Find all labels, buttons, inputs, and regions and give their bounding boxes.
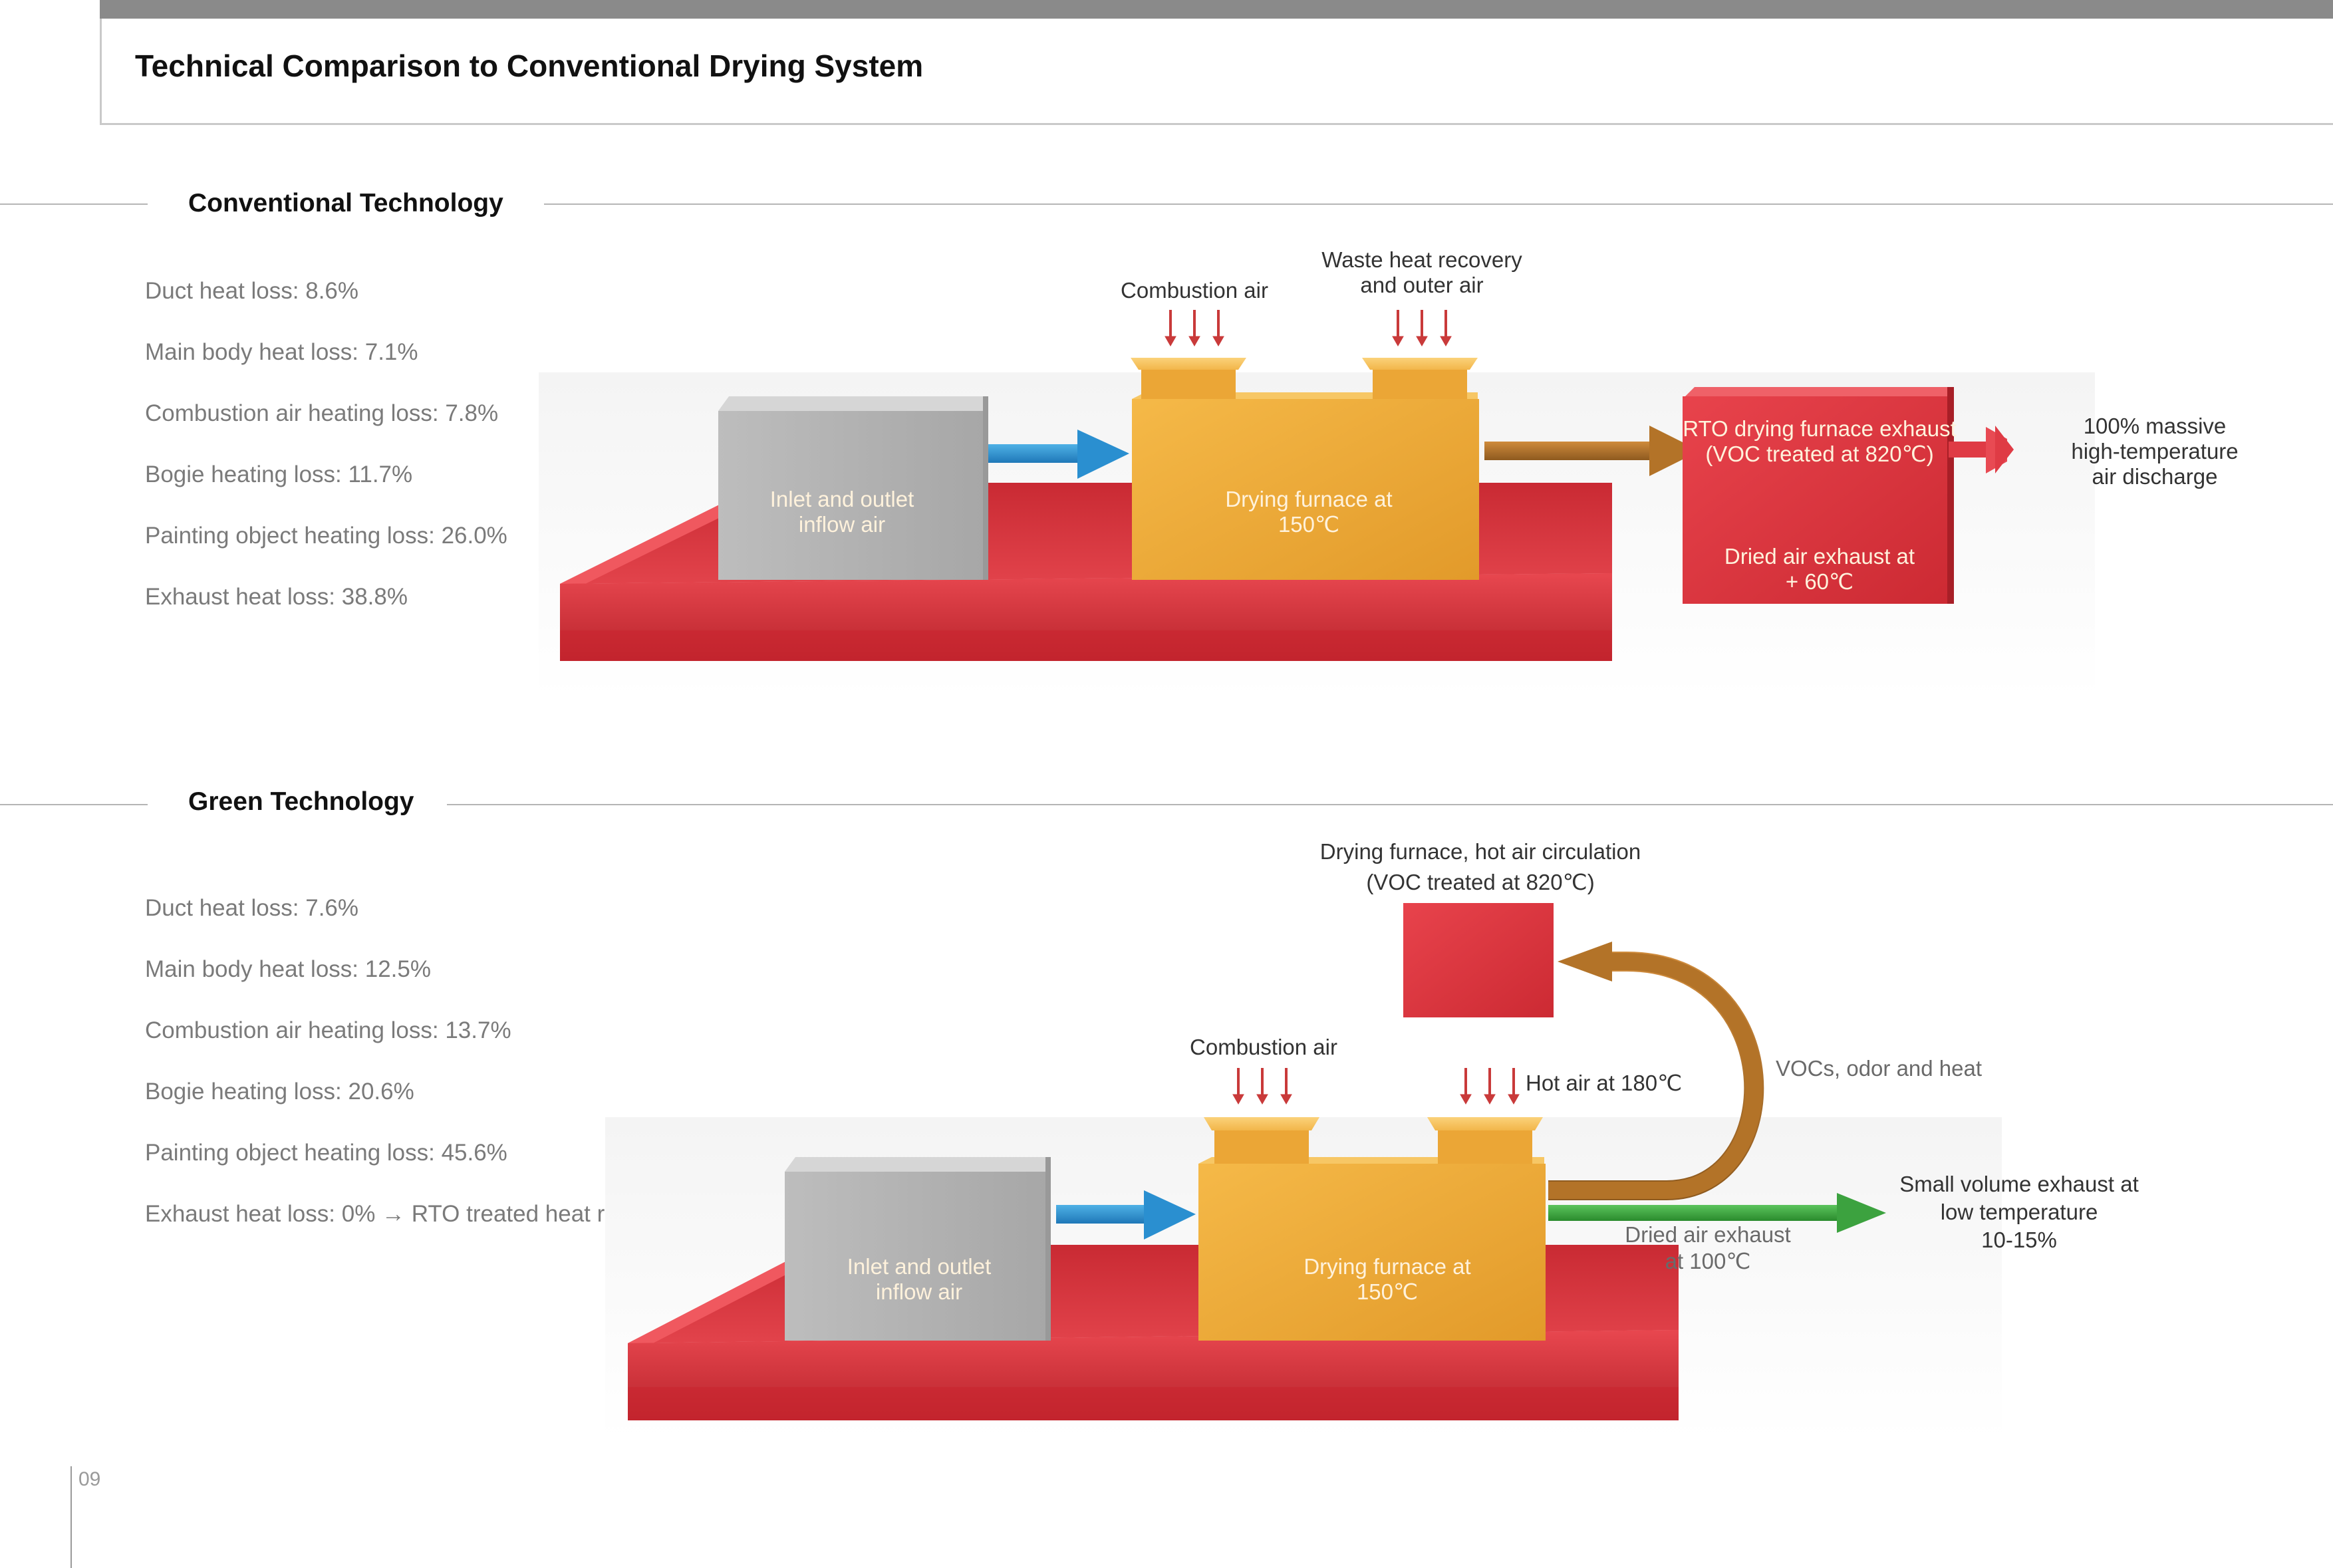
section-divider-left	[0, 804, 148, 805]
loss-item: Duct heat loss: 7.6%	[145, 895, 358, 921]
section-title-green: Green Technology	[188, 787, 414, 816]
waste-heat-label: and outer air	[1360, 273, 1483, 297]
page-number: 09	[78, 1468, 101, 1490]
dried-exhaust-label: Dried air exhaust at	[1724, 544, 1915, 569]
loss-item: Exhaust heat loss: 0% → RTO treated heat…	[145, 1201, 686, 1227]
top-bar	[100, 0, 2333, 19]
inlet-label: Inlet and outlet	[847, 1254, 992, 1279]
vocs-label: VOCs, odor and heat	[1776, 1056, 1982, 1081]
furnace-label: 150℃	[1278, 512, 1339, 537]
rto-label: (VOC treated at 820℃)	[1705, 442, 1933, 466]
drying-furnace: Drying furnace at 150℃	[1198, 1117, 1546, 1341]
discharge-label: air discharge	[2092, 464, 2218, 489]
furnace-label: Drying furnace at	[1304, 1254, 1470, 1279]
loss-item: Main body heat loss: 12.5%	[145, 956, 431, 982]
dried-exhaust-label: Dried air exhaust	[1625, 1222, 1790, 1247]
hot-air-down-arrows	[1460, 1068, 1520, 1105]
green-diagram: Inlet and outlet inflow air Drying furna…	[605, 839, 2139, 1440]
circulation-box	[1403, 903, 1554, 1017]
inflow-arrow	[1056, 1190, 1196, 1240]
rto-label: RTO drying furnace exhaust	[1683, 416, 1957, 441]
inlet-label: inflow air	[876, 1279, 962, 1304]
loss-item: Painting object heating loss: 26.0%	[145, 523, 507, 549]
waste-heat-down-arrows	[1392, 310, 1452, 347]
circulation-label: (VOC treated at 820℃)	[1366, 870, 1594, 894]
inlet-box: Inlet and outlet inflow air	[785, 1157, 1051, 1341]
small-exhaust-arrow	[1548, 1193, 1886, 1233]
section-divider-left	[0, 203, 148, 205]
combustion-air-label: Combustion air	[1190, 1035, 1337, 1059]
discharge-label: 100% massive	[2084, 414, 2227, 438]
loss-item: Main body heat loss: 7.1%	[145, 339, 418, 365]
small-exhaust-label: 10-15%	[1981, 1228, 2057, 1252]
loss-item: Bogie heating loss: 11.7%	[145, 461, 413, 487]
conventional-diagram: Inlet and outlet inflow air Drying furna…	[539, 247, 2239, 698]
waste-heat-label: Waste heat recovery	[1321, 247, 1522, 272]
loss-item: Bogie heating loss: 20.6%	[145, 1079, 414, 1105]
rto-box: RTO drying furnace exhaust (VOC treated …	[1683, 387, 1957, 604]
loss-item: Combustion air heating loss: 13.7%	[145, 1017, 511, 1043]
furnace-label: 150℃	[1357, 1279, 1418, 1304]
page-number-rule	[70, 1466, 72, 1568]
loss-item: Exhaust heat loss: 38.8%	[145, 584, 408, 610]
loss-item: Duct heat loss: 8.6%	[145, 278, 358, 304]
dried-exhaust-label: at 100℃	[1665, 1249, 1751, 1273]
dried-exhaust-label: + 60℃	[1786, 569, 1853, 594]
combustion-down-arrows	[1232, 1068, 1292, 1105]
section-divider-right	[447, 804, 2333, 805]
combustion-down-arrows	[1165, 310, 1224, 347]
loss-item: Painting object heating loss: 45.6%	[145, 1140, 507, 1166]
discharge-arrow	[1949, 426, 2014, 473]
circulation-arrow	[1548, 942, 1764, 1200]
inlet-label: Inlet and outlet	[770, 487, 914, 511]
section-title-conventional: Conventional Technology	[188, 189, 503, 217]
inflow-arrow	[988, 430, 1129, 479]
discharge-label: high-temperature	[2071, 439, 2238, 463]
title-box	[100, 19, 2333, 125]
small-exhaust-label: Small volume exhaust at	[1899, 1172, 2139, 1196]
furnace-label: Drying furnace at	[1225, 487, 1392, 511]
page-title: Technical Comparison to Conventional Dry…	[135, 49, 924, 83]
loss-item: Combustion air heating loss: 7.8%	[145, 400, 499, 426]
combustion-air-label: Combustion air	[1121, 278, 1268, 303]
section-divider-right	[544, 203, 2333, 205]
circulation-label: Drying furnace, hot air circulation	[1320, 839, 1641, 864]
small-exhaust-label: low temperature	[1941, 1200, 2098, 1224]
exhaust-arrow	[1484, 426, 1700, 476]
hot-air-label: Hot air at 180℃	[1526, 1071, 1682, 1095]
inlet-label: inflow air	[799, 512, 885, 537]
drying-furnace: Drying furnace at 150℃	[1131, 358, 1479, 580]
inlet-box: Inlet and outlet inflow air	[718, 396, 988, 580]
